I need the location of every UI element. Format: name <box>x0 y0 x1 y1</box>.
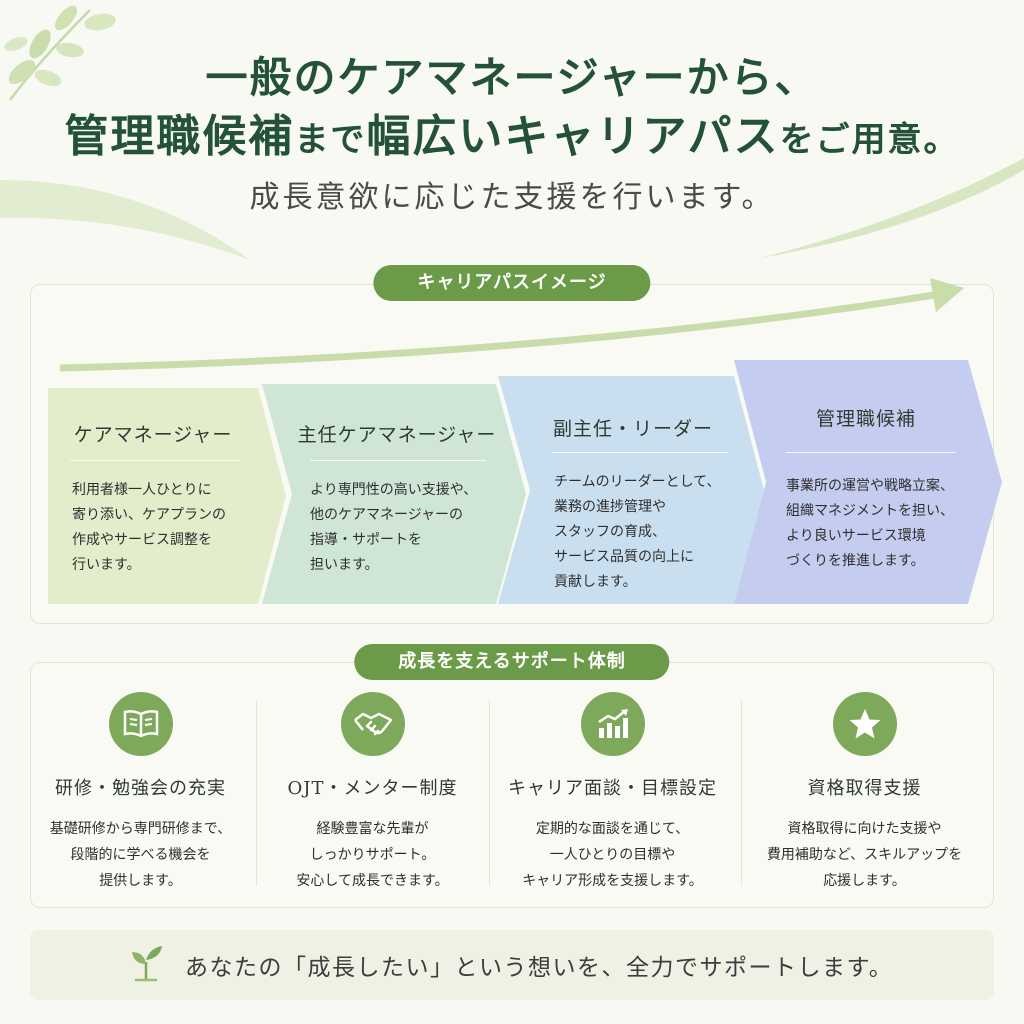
support-title-training: 研修・勉強会の充実 <box>55 778 226 799</box>
support-title-ojt: OJT・メンター制度 <box>287 778 458 799</box>
support-text-ojt: 経験豊富な先輩が しっかりサポート。 安心して成長できます。 <box>296 821 449 889</box>
headline-subtitle: 成長意欲に応じた支援を行います。 <box>249 180 775 215</box>
star-icon <box>832 692 897 756</box>
step-description-care-manager: 利用者様一人ひとりに 寄り添い、ケアプランの 作成やサービス調整を 行います。 <box>72 482 226 573</box>
step-title-care-manager: ケアマネージャー <box>73 424 233 446</box>
support-title-qualification: 資格取得支援 <box>807 778 922 799</box>
support-item-qualification: 資格取得支援 資格取得に向けた支援や 費用補助など、スキルアップを 応援します。 <box>752 692 977 894</box>
support-section-label: 成長を支えるサポート体制 <box>354 644 670 680</box>
support-divider <box>489 700 490 886</box>
support-text-qualification: 資格取得に向けた支援や 費用補助など、スキルアップを 応援します。 <box>766 821 963 889</box>
headline-career-path: 幅広いキャリアパス <box>366 111 780 162</box>
step-divider <box>552 452 728 453</box>
step-divider <box>310 460 486 461</box>
support-divider <box>256 700 257 886</box>
book-icon <box>108 692 173 756</box>
step-title-chief-care-manager: 主任ケアマネージャー <box>297 424 497 446</box>
footer-message: あなたの「成長したい」という想いを、全力でサポートします。 <box>185 955 894 981</box>
sprout-icon <box>132 946 162 982</box>
chart-icon <box>580 692 645 756</box>
step-divider <box>786 452 956 453</box>
footer-banner <box>30 930 994 1000</box>
support-item-ojt: OJT・メンター制度 経験豊富な先輩が しっかりサポート。 安心して成長できます… <box>260 692 485 894</box>
step-description-management-candidate: 事業所の運営や戦略立案、 組織マネジメントを担い、 より良いサービス環境 づくり… <box>786 478 954 569</box>
step-description-sub-leader: チームのリーダーとして、 業務の進捗管理や スタッフの育成、 サービス品質の向上… <box>554 474 721 590</box>
step-title-sub-leader: 副主任・リーダー <box>552 418 713 440</box>
career-section-label: キャリアパスイメージ <box>373 265 651 301</box>
support-text-training: 基礎研修から専門研修まで、 段階的に学べる機会を 提供します。 <box>49 821 232 889</box>
headline-made: まで <box>294 120 367 160</box>
step-title-management-candidate: 管理職候補 <box>815 408 916 430</box>
support-text-career-interview: 定期的な面談を通じて、 一人ひとりの目標や キャリア形成を支援します。 <box>522 821 703 889</box>
headline-management: 管理職候補 <box>64 111 295 162</box>
step-description-chief-care-manager: より専門性の高い支援や、 他のケアマネージャーの 指導・サポートを 担います。 <box>310 482 478 573</box>
support-item-career-interview: キャリア面談・目標設定 定期的な面談を通じて、 一人ひとりの目標や キャリア形成… <box>500 692 725 894</box>
headline-prepared: をご用意。 <box>779 120 960 160</box>
step-divider <box>70 460 240 461</box>
support-panel <box>30 662 994 908</box>
support-title-career-interview: キャリア面談・目標設定 <box>508 778 717 799</box>
handshake-icon <box>340 692 405 756</box>
headline-line-1: 一般のケアマネージャーから、 <box>205 53 819 102</box>
support-divider <box>741 700 742 886</box>
support-item-training: 研修・勉強会の充実 基礎研修から専門研修まで、 段階的に学べる機会を 提供します… <box>28 692 253 894</box>
headline-line-2: 管理職候補まで幅広いキャリアパスをご用意。 <box>0 100 1024 164</box>
